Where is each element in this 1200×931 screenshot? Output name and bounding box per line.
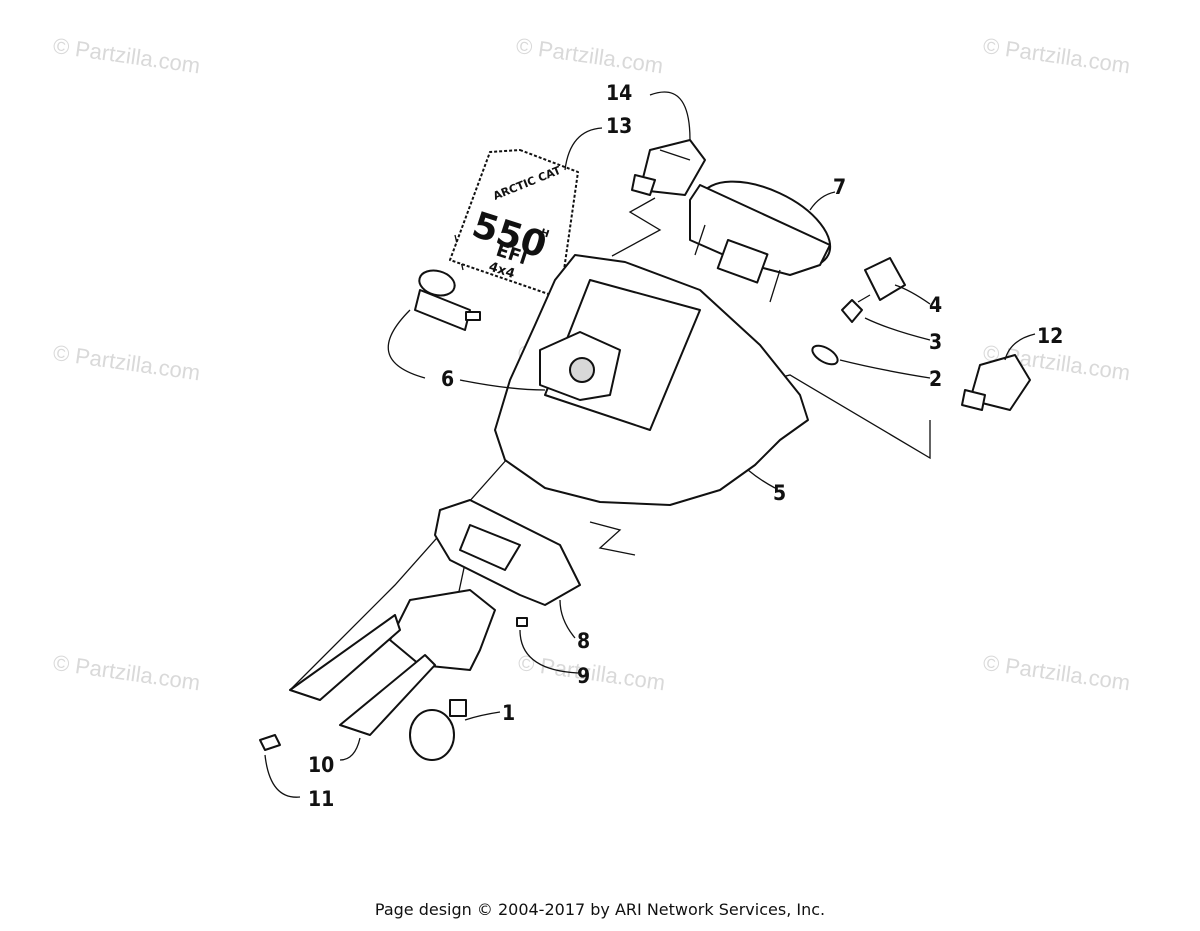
part-8-lower-cover bbox=[434, 499, 581, 606]
part-11-screw bbox=[259, 734, 281, 751]
callout-13: 13 bbox=[606, 114, 632, 138]
callout-8: 8 bbox=[577, 629, 590, 653]
callout-9: 9 bbox=[577, 664, 590, 688]
part-10-bracket bbox=[289, 589, 496, 736]
leader-lines bbox=[264, 91, 1036, 798]
callout-2: 2 bbox=[929, 367, 942, 391]
decal-suffix-text: H bbox=[539, 227, 550, 240]
callout-6: 6 bbox=[441, 367, 454, 391]
callout-14: 14 bbox=[606, 81, 632, 105]
callout-10: 10 bbox=[308, 753, 334, 777]
part-3-key bbox=[841, 294, 871, 323]
callout-7: 7 bbox=[833, 175, 846, 199]
part-13-decal: ARCTIC CAT 550 H EFI 4x4 bbox=[449, 149, 579, 299]
callout-11: 11 bbox=[308, 787, 334, 811]
callout-3: 3 bbox=[929, 330, 942, 354]
callout-12: 12 bbox=[1037, 324, 1063, 348]
part-7-gauge bbox=[689, 180, 832, 303]
part-14-switch bbox=[631, 139, 706, 196]
page-footer: Page design © 2004-2017 by ARI Network S… bbox=[374, 900, 826, 919]
callout-1: 1 bbox=[502, 701, 515, 725]
part-6-outlet bbox=[414, 269, 481, 331]
part-12-switch bbox=[961, 354, 1031, 411]
part-5-pod-housing bbox=[494, 254, 809, 506]
callout-5: 5 bbox=[773, 481, 786, 505]
part-9-clip bbox=[516, 617, 528, 627]
part-2-nut bbox=[811, 344, 839, 366]
callout-4: 4 bbox=[929, 293, 942, 317]
part-1-ignition-switch bbox=[409, 699, 467, 761]
part-4-cap bbox=[864, 257, 906, 301]
